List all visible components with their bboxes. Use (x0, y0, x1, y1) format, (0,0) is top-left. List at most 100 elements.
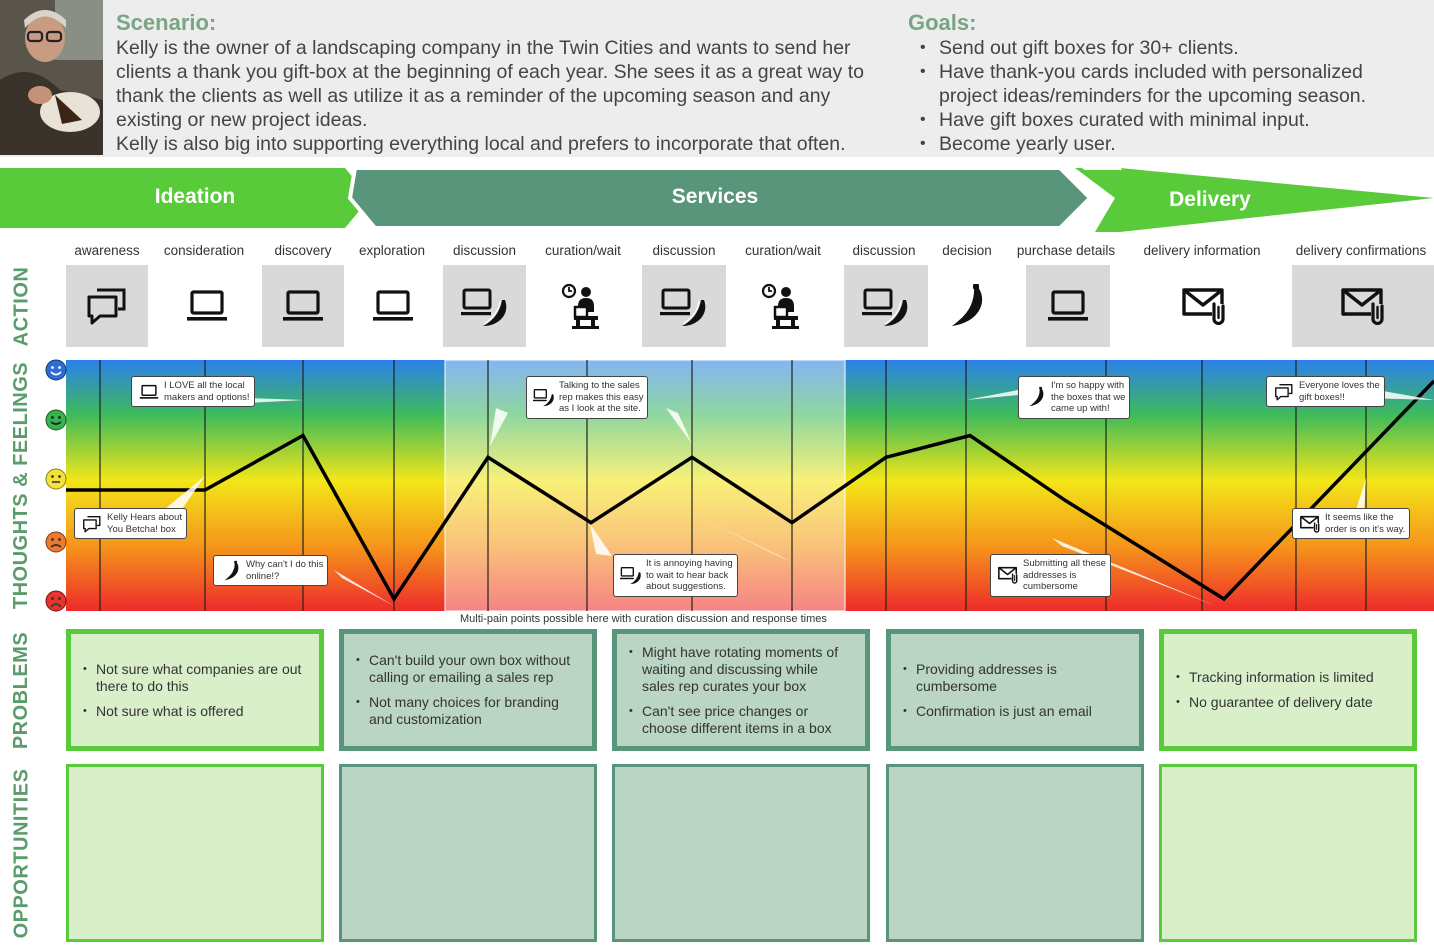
goal-item: Send out gift boxes for 30+ clients. (908, 36, 1428, 60)
stage-label-awareness: awareness (74, 243, 140, 258)
problem-item: Not sure what companies are out there to… (83, 661, 307, 695)
opportunities-box-delivery (1159, 764, 1417, 942)
very-sad-face-icon (45, 590, 67, 612)
callout-pointer (666, 408, 692, 444)
persona-photo (0, 0, 103, 155)
stage-label-curation-wait: curation/wait (545, 243, 621, 258)
scenario-section: Scenario: Kelly is the owner of a landsc… (116, 10, 896, 156)
side-label-action: ACTION (10, 266, 33, 346)
action-cell (743, 265, 825, 347)
problems-box-delivery: Tracking information is limited No guaran… (1159, 629, 1417, 751)
phase-label-services: Services (671, 185, 759, 208)
stage-label-curation-wait: curation/wait (745, 243, 821, 258)
action-cell (642, 265, 726, 347)
stage-label-exploration: exploration (358, 243, 426, 258)
phase-arrow-delivery (1075, 168, 1434, 232)
phase-arrow-services (347, 166, 1093, 230)
problem-item: Can't build your own box without calling… (356, 652, 580, 686)
laptop-phone-icon (461, 282, 509, 330)
stage-label-decision: decision (942, 243, 992, 258)
callout-pointer (702, 518, 792, 562)
happy-face-icon (45, 409, 67, 431)
action-cell (66, 265, 148, 347)
problem-item: No guarantee of delivery date (1176, 694, 1400, 711)
callout-pointer (1356, 478, 1366, 516)
problem-item: Tracking information is limited (1176, 669, 1400, 686)
stage-label-purchase-details: purchase details (1016, 243, 1116, 258)
scenario-line: existing or new project ideas. (116, 109, 368, 131)
scenario-line: clients a thank you gift-box at the begi… (116, 61, 864, 83)
sad-face-icon (45, 531, 67, 553)
laptop-phone-icon (532, 386, 556, 408)
action-cell (925, 265, 1007, 347)
problems-box-services-2: Might have rotating moments of waiting a… (612, 629, 870, 751)
action-cell (166, 265, 248, 347)
opportunities-box-services-3 (886, 764, 1144, 942)
problem-item: Not sure what is offered (83, 703, 307, 720)
action-cell (1026, 265, 1110, 347)
problem-item: Can't see price changes or choose differ… (629, 703, 853, 737)
goals-section: Goals: Send out gift boxes for 30+ clien… (908, 10, 1428, 156)
phone-icon (942, 282, 990, 330)
callout-pointer (334, 570, 394, 606)
mail-icon (996, 564, 1020, 586)
phase-label-delivery: Delivery (1169, 188, 1251, 211)
action-cell (262, 265, 344, 347)
action-cell (443, 265, 526, 347)
side-label-problems: PROBLEMS (10, 631, 33, 749)
stage-label-discovery: discovery (274, 243, 332, 258)
problem-item: Providing addresses is cumbersome (903, 661, 1127, 695)
mail-icon (1298, 513, 1322, 535)
phone-icon (219, 560, 243, 582)
mail-icon (1339, 282, 1387, 330)
emotion-curve (66, 379, 1434, 603)
problems-box-services-1: Can't build your own box without calling… (339, 629, 597, 751)
goal-item: Have gift boxes curated with minimal inp… (908, 108, 1428, 132)
opportunities-box-services-1 (339, 764, 597, 942)
problems-box-ideation: Not sure what companies are out there to… (66, 629, 324, 751)
laptop-phone-icon (660, 282, 708, 330)
action-cell (1162, 265, 1246, 347)
goal-item: Become yearly user. (908, 132, 1428, 156)
action-cell (352, 265, 434, 347)
laptop-icon (279, 282, 327, 330)
neutral-face-icon (45, 468, 67, 490)
laptop-phone-icon (862, 282, 910, 330)
person-waiting-icon (760, 282, 808, 330)
very-happy-face-icon (45, 359, 67, 381)
chat-icon (1272, 381, 1296, 403)
multi-pain-note: Multi-pain points possible here with cur… (460, 613, 827, 625)
stage-label-discussion: discussion (452, 243, 517, 258)
problem-item: Might have rotating moments of waiting a… (629, 644, 853, 695)
header: Scenario: Kelly is the owner of a landsc… (0, 0, 1434, 157)
chat-icon (83, 282, 131, 330)
problems-box-services-3: Providing addresses is cumbersomeConfirm… (886, 629, 1144, 751)
mail-icon (1180, 282, 1228, 330)
chat-icon (80, 513, 104, 535)
callout-pointer (166, 476, 205, 515)
laptop-icon (183, 282, 231, 330)
action-cell (1292, 265, 1434, 347)
phase-bar: Ideation Services Delivery (0, 160, 1434, 240)
callout-pointer (490, 408, 508, 446)
laptop-icon (137, 381, 161, 403)
action-cell (844, 265, 928, 347)
stage-label-discussion: discussion (652, 243, 716, 258)
laptop-icon (369, 282, 417, 330)
scenario-line: thank the clients as well as utilize it … (116, 85, 831, 107)
scenario-title: Scenario: (116, 10, 217, 35)
phone-icon (1024, 386, 1048, 408)
stage-label-delivery-information: delivery information (1143, 243, 1261, 258)
goals-title: Goals: (908, 10, 977, 35)
goal-item-continued: project ideas/reminders for the upcoming… (939, 85, 1367, 107)
stage-label-consideration: consideration (163, 243, 245, 258)
goals-list: Send out gift boxes for 30+ clients. Hav… (908, 36, 1428, 156)
stage-label-delivery-confirmations: delivery confirmations (1295, 243, 1427, 258)
scenario-line: Kelly is the owner of a landscaping comp… (116, 37, 851, 59)
